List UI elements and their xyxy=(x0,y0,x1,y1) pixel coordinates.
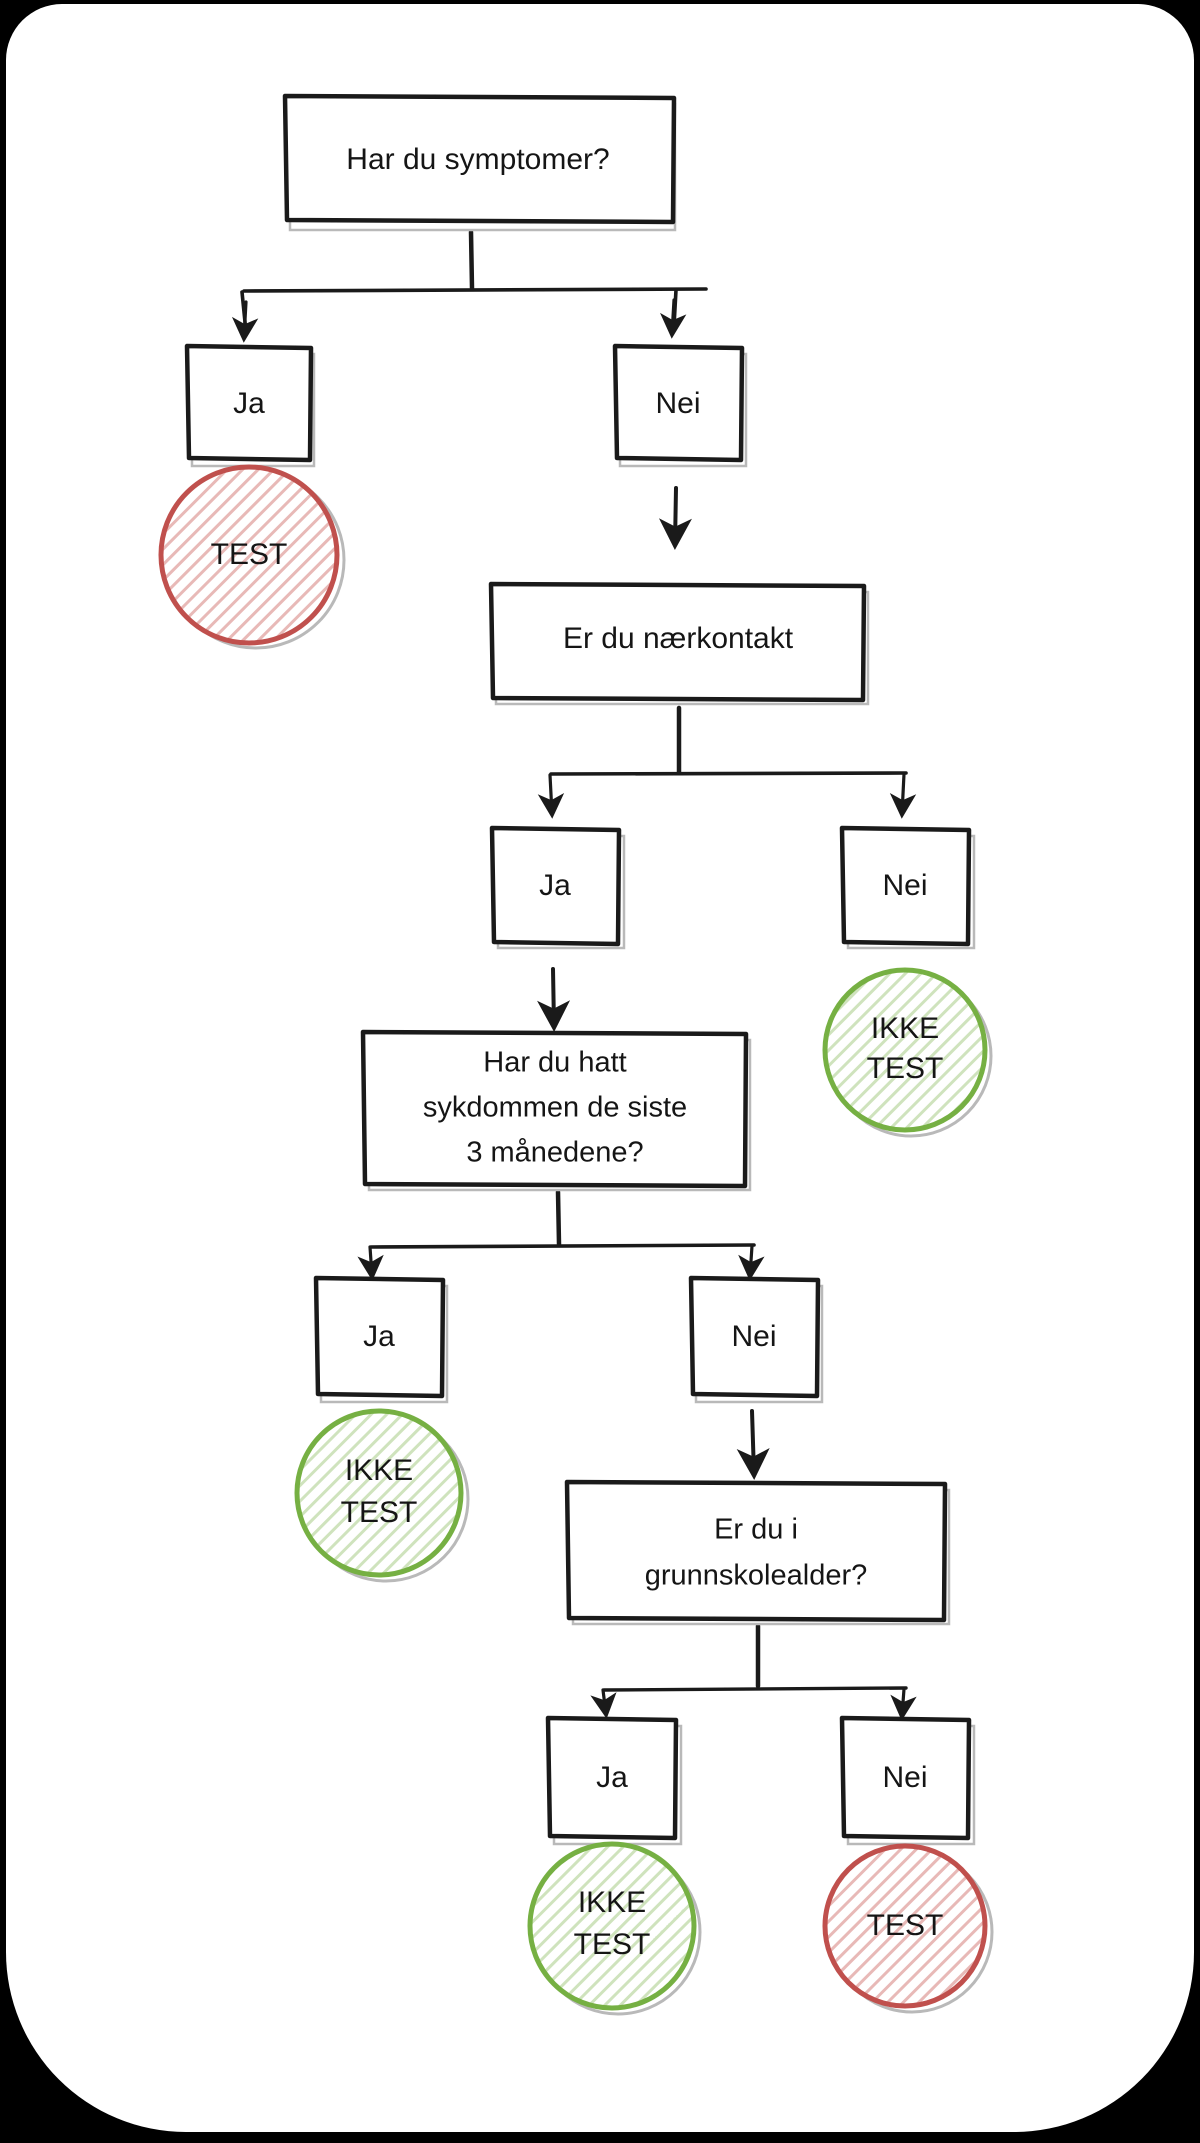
edge-q1-split xyxy=(231,229,708,343)
result-ikke-test-2[interactable]: IKKE TEST xyxy=(294,1408,470,1583)
node-q4-ja-label: Ja xyxy=(596,1761,628,1794)
result-ikke-test-3-line1: IKKE xyxy=(578,1886,646,1919)
result-ikke-test-3-circle xyxy=(527,1841,697,2011)
edge-q4-split xyxy=(590,1623,917,1721)
node-q3[interactable]: Har du hatt sykdommen de siste 3 måneden… xyxy=(360,1029,752,1192)
node-q3-nei-box xyxy=(688,1275,821,1399)
result-ikke-test-1-line1: IKKE xyxy=(871,1012,939,1045)
result-test-1-label: TEST xyxy=(211,538,288,571)
node-q3-box xyxy=(360,1029,749,1189)
edge-q3nei-q4 xyxy=(736,1409,770,1480)
node-q1-ja[interactable]: Ja xyxy=(184,343,316,468)
result-ikke-test-2-circle xyxy=(294,1408,464,1578)
result-test-1[interactable]: TEST xyxy=(158,464,346,650)
node-q4-nei-label: Nei xyxy=(882,1761,927,1794)
node-q1-nei[interactable]: Nei xyxy=(612,343,748,468)
node-q4-ja[interactable]: Ja xyxy=(545,1715,683,1846)
diagram-card: Har du symptomer? Ja Nei TEST xyxy=(6,4,1194,2132)
node-q4[interactable]: Er du i grunnskolealder? xyxy=(564,1479,951,1626)
node-q3-line2: sykdommen de siste xyxy=(423,1092,687,1124)
result-test-2-label: TEST xyxy=(867,1909,944,1942)
node-q2-ja-label: Ja xyxy=(539,869,571,902)
node-q2-box xyxy=(488,581,867,703)
node-q1[interactable]: Har du symptomer? xyxy=(282,93,677,232)
result-ikke-test-2-line1: IKKE xyxy=(345,1454,413,1487)
result-ikke-test-1-line2: TEST xyxy=(867,1052,944,1085)
flowchart-canvas: Har du symptomer? Ja Nei TEST xyxy=(6,4,1194,2132)
node-q4-ja-box xyxy=(545,1715,679,1841)
node-q3-ja[interactable]: Ja xyxy=(313,1275,449,1404)
node-q2-nei[interactable]: Nei xyxy=(839,825,976,950)
node-q1-ja-box xyxy=(184,343,314,463)
edge-q2ja-q3 xyxy=(537,967,571,1032)
node-q3-nei-label: Nei xyxy=(731,1320,776,1353)
result-ikke-test-1-circle xyxy=(822,967,988,1133)
node-q2-nei-box xyxy=(839,825,972,947)
result-ikke-test-3-line2: TEST xyxy=(574,1928,651,1961)
node-q3-nei[interactable]: Nei xyxy=(688,1275,824,1404)
result-test-2-circle xyxy=(822,1843,988,2009)
node-q1-box xyxy=(282,93,677,225)
result-ikke-test-1[interactable]: IKKE TEST xyxy=(822,967,993,1138)
edge-q3-split xyxy=(357,1189,765,1281)
result-ikke-test-2-line2: TEST xyxy=(341,1496,418,1529)
node-q1-nei-label: Nei xyxy=(655,387,700,420)
node-q4-line1: Er du i xyxy=(714,1514,798,1546)
node-q3-ja-box xyxy=(313,1275,446,1399)
connector-layer xyxy=(231,229,917,1721)
node-q1-label: Har du symptomer? xyxy=(346,143,609,176)
node-q2-label: Er du nærkontakt xyxy=(563,622,794,655)
node-q4-line2: grunnskolealder? xyxy=(645,1560,867,1592)
node-q4-box xyxy=(564,1479,948,1623)
result-test-2[interactable]: TEST xyxy=(822,1843,994,2014)
node-q1-nei-box xyxy=(612,343,745,463)
result-test-1-circle xyxy=(158,464,340,646)
node-q2[interactable]: Er du nærkontakt xyxy=(488,581,870,706)
node-q2-ja-box xyxy=(489,825,622,947)
node-q3-line3: 3 månedene? xyxy=(466,1137,643,1169)
node-q2-ja[interactable]: Ja xyxy=(489,825,626,950)
edge-nei-q2 xyxy=(658,486,692,550)
node-q4-nei-box xyxy=(839,1715,972,1841)
node-q3-line1: Har du hatt xyxy=(483,1047,626,1079)
edge-q2-split xyxy=(537,705,917,819)
node-q4-nei[interactable]: Nei xyxy=(839,1715,976,1846)
node-q1-ja-label: Ja xyxy=(233,387,265,420)
node-q2-nei-label: Nei xyxy=(882,869,927,902)
result-ikke-test-3[interactable]: IKKE TEST xyxy=(527,1841,702,2016)
node-q3-ja-label: Ja xyxy=(363,1320,395,1353)
